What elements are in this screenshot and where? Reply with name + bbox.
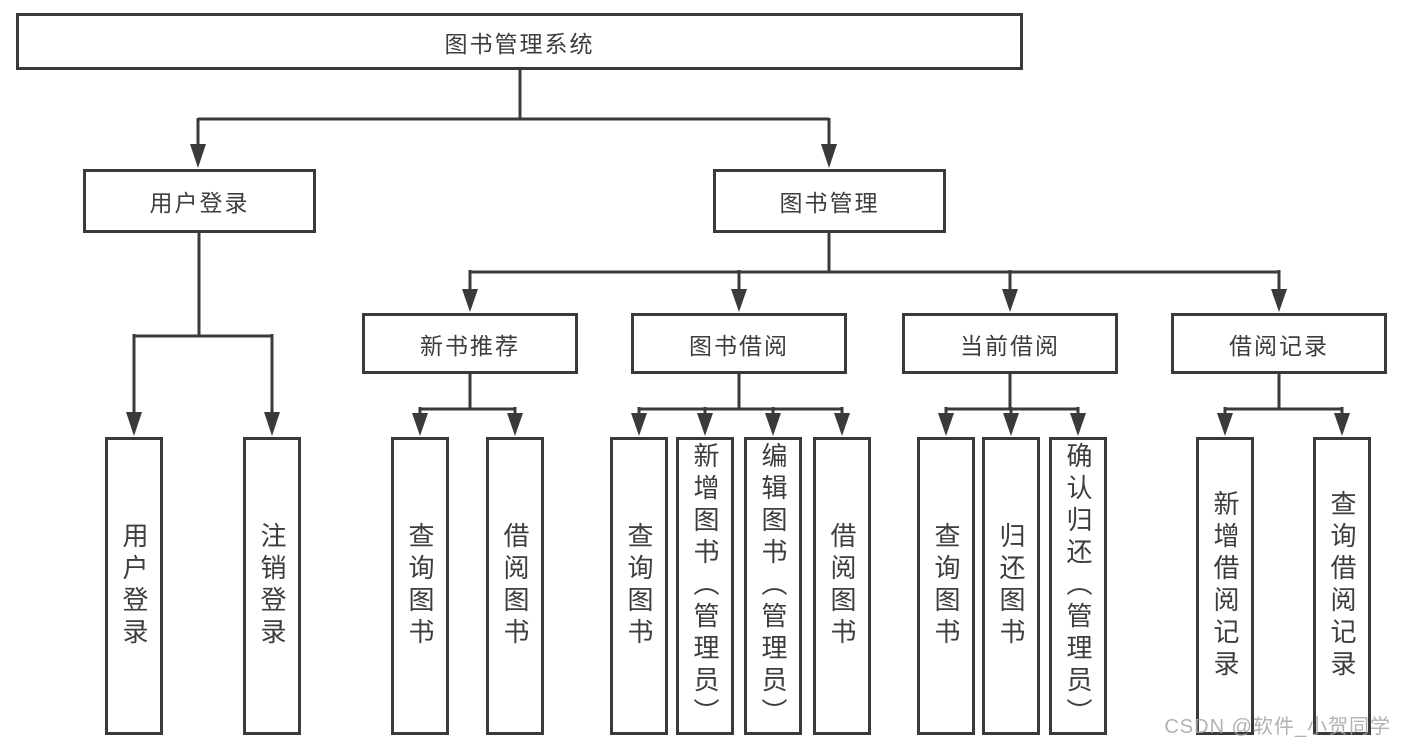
leaf-borrow-books-recommend: 借阅图书	[486, 437, 544, 735]
node-book-management: 图书管理	[713, 169, 946, 233]
leaf-label: 用户登录	[119, 522, 149, 650]
leaf-add-borrow-record: 新增借阅记录	[1196, 437, 1254, 735]
node-label: 借阅记录	[1229, 332, 1329, 359]
leaf-label: 确认归还（管理员）	[1063, 442, 1093, 730]
node-label: 当前借阅	[960, 332, 1060, 359]
leaf-add-book-admin: 新增图书（管理员）	[676, 437, 734, 735]
leaf-label: 查询借阅记录	[1327, 490, 1357, 682]
leaf-label: 查询图书	[405, 522, 435, 650]
node-user-login: 用户登录	[83, 169, 316, 233]
node-label: 用户登录	[149, 190, 250, 216]
leaf-label: 归还图书	[996, 522, 1026, 650]
node-label: 图书借阅	[689, 332, 789, 359]
node-current-borrow: 当前借阅	[902, 313, 1118, 374]
leaf-return-book: 归还图书	[982, 437, 1040, 735]
node-borrow-records: 借阅记录	[1171, 313, 1387, 374]
node-label: 新书推荐	[420, 332, 520, 359]
leaf-label: 查询图书	[931, 522, 961, 650]
node-label: 图书管理系统	[444, 30, 595, 57]
node-library-management-system: 图书管理系统	[16, 13, 1023, 70]
leaf-borrow-books-borrow: 借阅图书	[813, 437, 871, 735]
leaf-query-borrow-record: 查询借阅记录	[1313, 437, 1371, 735]
watermark: CSDN @软件_小贺同学	[1164, 716, 1391, 738]
leaf-label: 编辑图书（管理员）	[758, 442, 788, 730]
leaf-label: 查询图书	[624, 522, 654, 650]
leaf-label: 借阅图书	[827, 522, 857, 650]
leaf-query-books-borrow: 查询图书	[610, 437, 668, 735]
node-label: 图书管理	[779, 190, 880, 216]
leaf-label: 借阅图书	[500, 522, 530, 650]
leaf-query-books-current: 查询图书	[917, 437, 975, 735]
leaf-query-books-recommend: 查询图书	[391, 437, 449, 735]
leaf-user-login: 用户登录	[105, 437, 163, 735]
leaf-label: 注销登录	[257, 522, 287, 650]
leaf-label: 新增图书（管理员）	[690, 442, 720, 730]
node-new-book-recommend: 新书推荐	[362, 313, 578, 374]
node-book-borrow: 图书借阅	[631, 313, 847, 374]
leaf-label: 新增借阅记录	[1210, 490, 1240, 682]
leaf-edit-book-admin: 编辑图书（管理员）	[744, 437, 802, 735]
leaf-confirm-return-admin: 确认归还（管理员）	[1049, 437, 1107, 735]
leaf-logout-login: 注销登录	[243, 437, 301, 735]
